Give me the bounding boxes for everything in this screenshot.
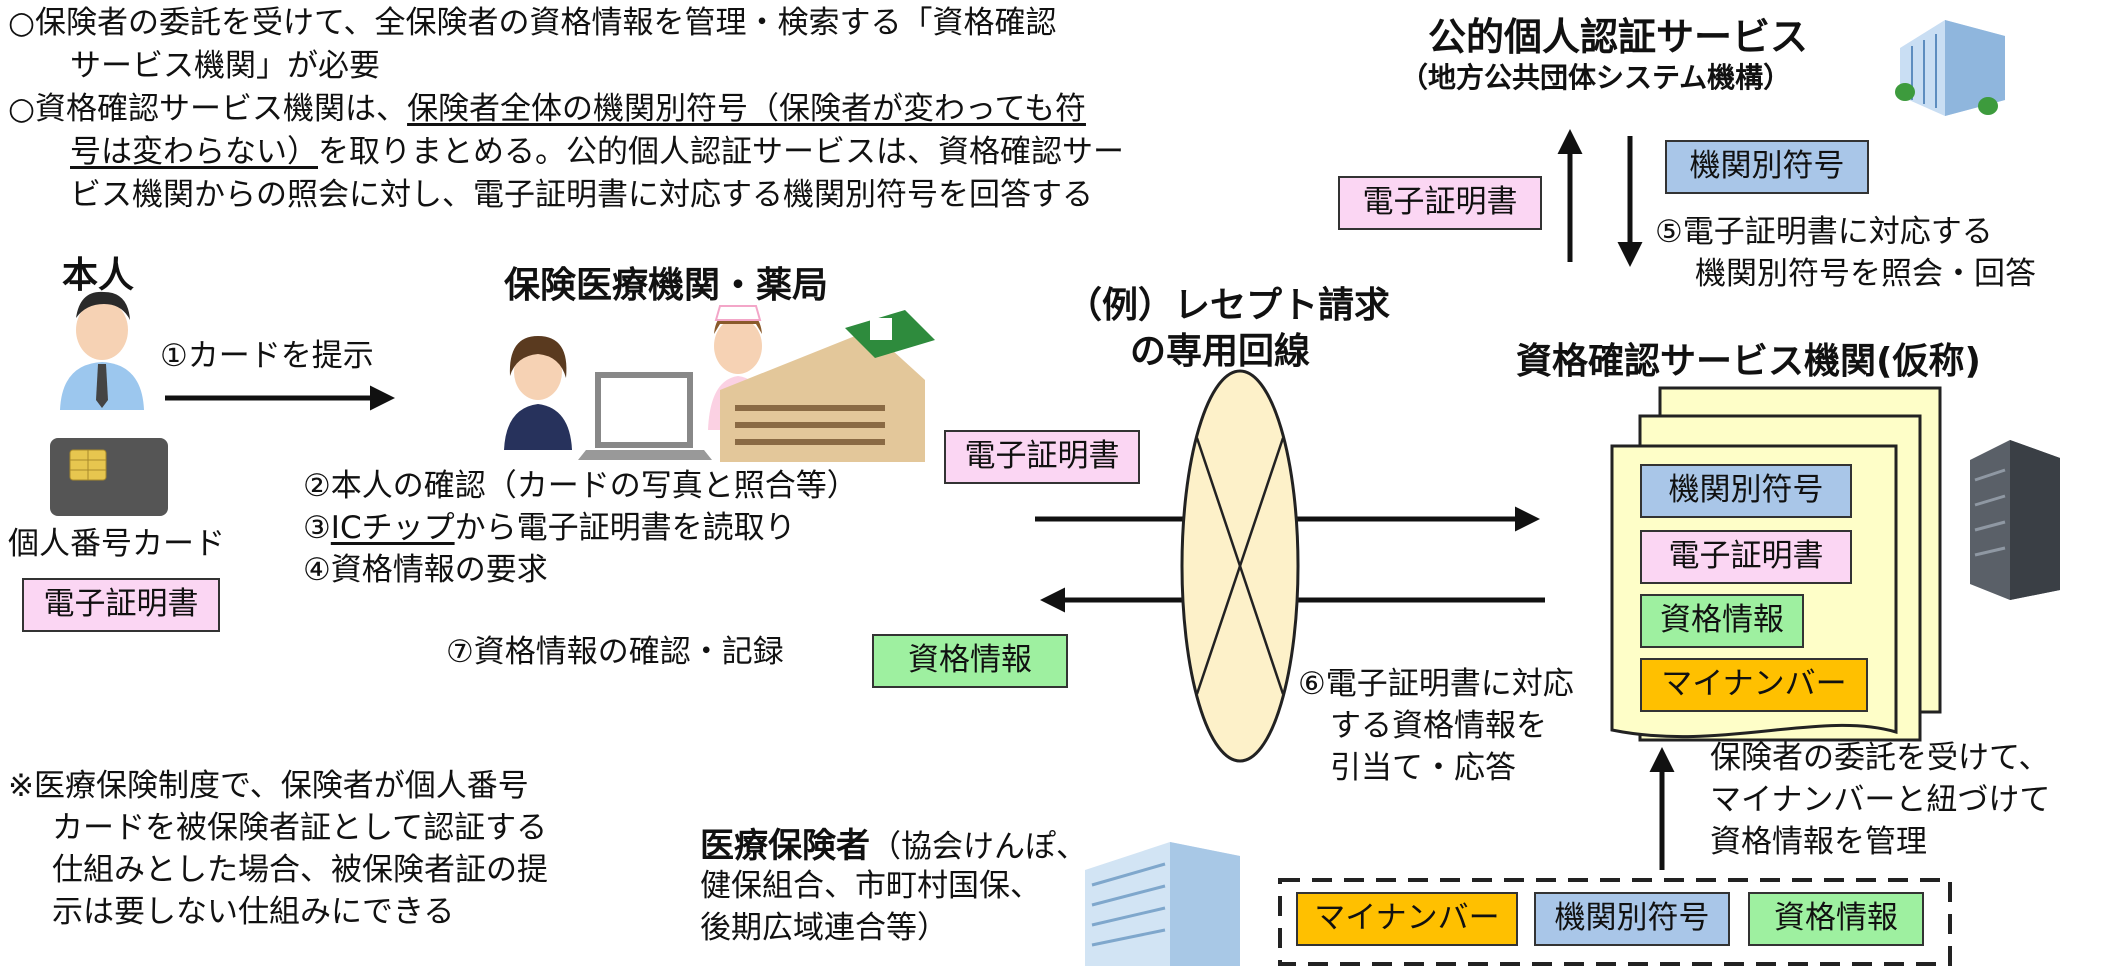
line-cert-tag: 電子証明書	[944, 430, 1140, 484]
jpki-cert-tag: 電子証明書	[1338, 176, 1542, 230]
insurer-data-box	[1278, 878, 1952, 966]
service-cert-tag: 電子証明書	[1640, 530, 1852, 584]
dedicated-line-ellipse	[1180, 369, 1300, 763]
note-line-1: ※医療保険制度で、保険者が個人番号	[8, 768, 529, 804]
person-title: 本人	[62, 255, 135, 296]
step6-line-1: ⑥電子証明書に対応	[1298, 666, 1574, 702]
service-mynumber-tag: マイナンバー	[1640, 658, 1868, 712]
service-note-line-1: 保険者の委託を受けて、	[1710, 740, 2050, 776]
step6-line-3: 引当て・応答	[1330, 750, 1516, 786]
step3-label: ③ICチップから電子証明書を読取り	[303, 508, 796, 549]
step3-text: から電子証明書を読取り	[454, 510, 796, 546]
person-icon	[60, 291, 144, 410]
jpki-title: 公的個人認証サービス	[1428, 15, 1809, 59]
step4-label: ④資格情報の要求	[303, 552, 548, 588]
clinic-qual-tag: 資格情報	[872, 634, 1068, 688]
insurer-detail-3: 後期広域連合等）	[700, 910, 948, 946]
step5-line-1: ⑤電子証明書に対応する	[1655, 214, 1993, 250]
note-line-4: 示は要しない仕組みにできる	[52, 894, 455, 930]
note-line-2: カードを被保険者証として認証する	[52, 810, 548, 846]
insurer-code-tag: 機関別符号	[1534, 892, 1730, 946]
step3-ic-chip: ICチップ	[330, 510, 455, 546]
clinic-title: 保険医療機関・薬局	[504, 265, 829, 306]
person-cert-tag: 電子証明書	[22, 578, 220, 632]
insurer-mynumber-tag: マイナンバー	[1296, 892, 1518, 946]
insurer-title: 医療保険者	[700, 826, 870, 866]
intro-line-4-underlined: 号は変わらない）	[70, 134, 318, 170]
step5-line-2: 機関別符号を照会・回答	[1695, 256, 2036, 292]
insurer-heading: 医療保険者（協会けんぽ、	[700, 818, 1087, 867]
intro-line-5: ビス機関からの照会に対し、電子証明書に対応する機関別符号を回答する	[70, 177, 1093, 213]
intro-line-4: 号は変わらない）を取りまとめる。公的個人認証サービスは、資格確認サー	[8, 131, 1124, 174]
intro-line-3: ○資格確認サービス機関は、保険者全体の機関別符号（保険者が変わっても符	[8, 88, 1124, 131]
service-qual-tag: 資格情報	[1640, 594, 1804, 648]
laptop-icon	[578, 372, 712, 460]
intro-paragraph: ○保険者の委託を受けて、全保険者の資格情報を管理・検索する「資格確認 サービス機…	[8, 2, 1124, 217]
step2-label: ②本人の確認（カードの写真と照合等）	[303, 468, 858, 504]
intro-line-1: ○保険者の委託を受けて、全保険者の資格情報を管理・検索する「資格確認	[8, 5, 1057, 41]
service-code-tag: 機関別符号	[1640, 464, 1852, 518]
insurer-detail-2: 健保組合、市町村国保、	[700, 868, 1041, 904]
line-title-1: （例）レセプト請求	[1066, 285, 1391, 326]
note-line-3: 仕組みとした場合、被保険者証の提	[52, 852, 548, 888]
ic-card-icon	[50, 438, 168, 516]
intro-line-3-underlined: 保険者全体の機関別符号（保険者が変わっても符	[407, 91, 1086, 127]
step7-label: ⑦資格情報の確認・記録	[446, 634, 784, 670]
hospital-icon	[720, 310, 935, 462]
service-note-line-3: 資格情報を管理	[1710, 824, 1927, 860]
receptionist-icon	[504, 336, 572, 450]
insurer-qual-tag: 資格情報	[1748, 892, 1924, 946]
jpki-building-icon	[1895, 20, 2005, 116]
step1-label: ①カードを提示	[160, 338, 374, 374]
intro-line-2: サービス機関」が必要	[70, 48, 380, 84]
jpki-subtitle: （地方公共団体システム機構）	[1400, 61, 1792, 94]
intro-line-4-text: を取りまとめる。公的個人認証サービスは、資格確認サー	[318, 134, 1124, 170]
step6-line-2: する資格情報を	[1330, 708, 1547, 744]
service-building-icon	[1970, 440, 2060, 600]
step3-number: ③	[303, 510, 331, 546]
service-title: 資格確認サービス機関(仮称)	[1516, 341, 1981, 382]
insurer-building-icon	[1085, 842, 1240, 966]
line-title-2: の専用回線	[1130, 331, 1311, 372]
intro-line-3-text: ○資格確認サービス機関は、	[8, 91, 408, 127]
insurer-detail-1: （協会けんぽ、	[870, 829, 1087, 865]
card-label: 個人番号カード	[8, 526, 225, 562]
jpki-code-tag: 機関別符号	[1665, 140, 1869, 194]
service-note-line-2: マイナンバーと紐づけて	[1710, 782, 2051, 818]
